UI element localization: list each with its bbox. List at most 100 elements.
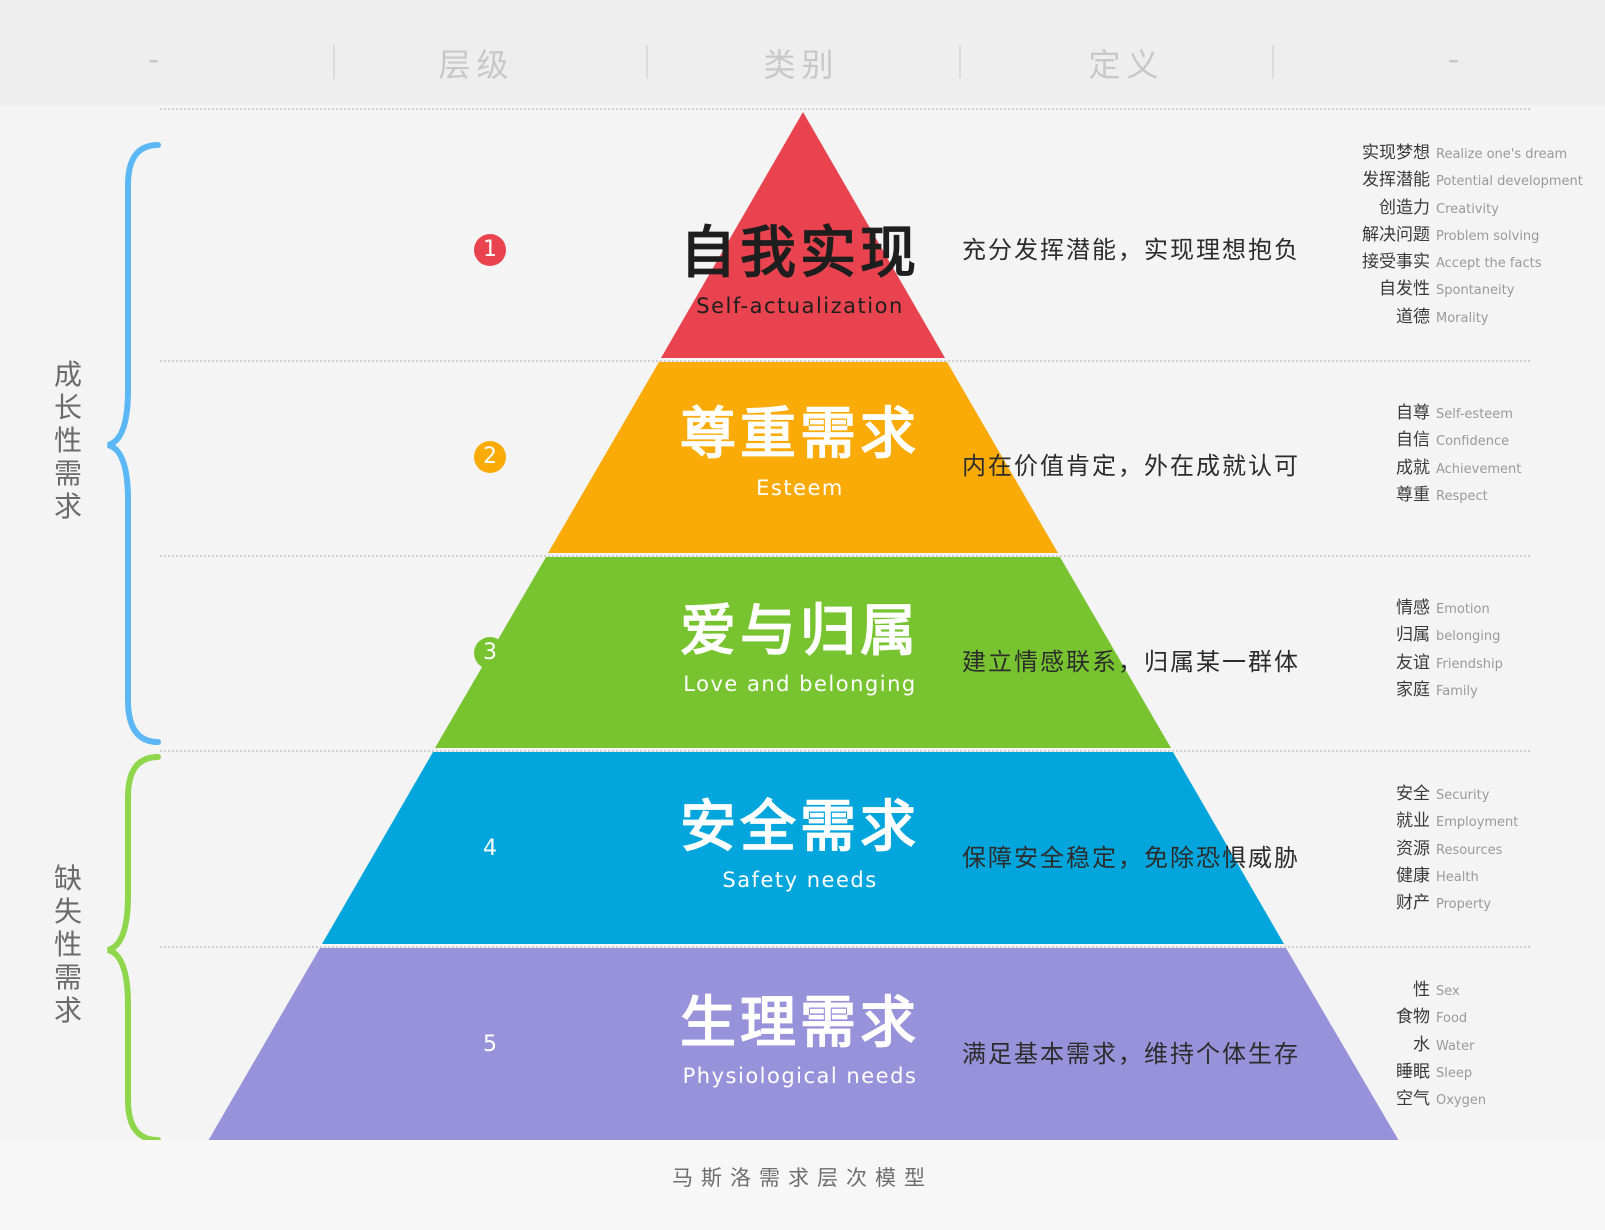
level-badge-2: 2 [474, 441, 506, 473]
keyword-en: Achievement [1436, 461, 1522, 477]
keyword-zh: 资源 [1396, 838, 1430, 859]
keyword-en: Security [1436, 788, 1490, 803]
keyword-zh: 友谊 [1396, 652, 1430, 673]
header-col-1: - [147, 40, 166, 78]
keyword-item: 接受事实 Accept the facts [1280, 247, 1600, 274]
deficiency-needs-label: 缺失性需求 [53, 862, 82, 1027]
keyword-zh: 睡眠 [1396, 1061, 1430, 1082]
keyword-zh: 归属 [1396, 625, 1430, 646]
keyword-zh: 道德 [1396, 306, 1430, 327]
keyword-en: Confidence [1436, 434, 1510, 450]
keyword-en: Creativity [1436, 201, 1499, 217]
row-separator [160, 946, 1530, 948]
keyword-item: 情感 Emotion [1280, 593, 1600, 620]
growth-brace [106, 142, 161, 745]
row-separator [160, 750, 1530, 752]
keyword-zh: 财产 [1396, 893, 1430, 914]
level-5-title-en: Physiological needs [682, 1064, 918, 1088]
level-3-definition: 建立情感联系，归属某一群体 [962, 648, 1300, 676]
row-separator [160, 108, 1530, 110]
deficiency-brace [106, 754, 161, 1143]
level-2-title-en: Esteem [756, 476, 844, 500]
growth-needs-label: 成长性需求 [53, 358, 82, 523]
level-5-title-zh: 生理需求 [680, 991, 920, 1056]
level-badge-4: 4 [474, 833, 506, 865]
header-col-category: 类别 [763, 46, 840, 84]
keyword-en: Problem solving [1436, 228, 1540, 244]
keyword-en: Respect [1436, 488, 1488, 504]
pyramid-level-2 [548, 362, 1058, 553]
level-1-title-en: Self-actualization [696, 294, 904, 318]
keyword-en: Water [1436, 1038, 1475, 1054]
level-badge-3: 3 [474, 637, 506, 669]
keyword-zh: 发挥潜能 [1362, 170, 1430, 191]
keyword-en: Employment [1436, 815, 1519, 831]
keyword-item: 归属 belonging [1280, 620, 1600, 647]
keyword-zh: 实现梦想 [1362, 143, 1430, 163]
level-4-title-en: Safety needs [722, 868, 878, 892]
keyword-en: Emotion [1436, 602, 1490, 617]
keyword-zh: 健康 [1396, 865, 1430, 886]
header-divider [646, 45, 648, 79]
keyword-item: 发挥潜能 Potential development [1280, 165, 1600, 192]
keyword-en: Sleep [1436, 1065, 1473, 1081]
keyword-item: 资源 Resources [1280, 834, 1600, 861]
level-4-definition: 保障安全稳定，免除恐惧威胁 [962, 844, 1300, 872]
level-1-keywords: 实现梦想 Realize one's dream 发挥潜能 Potential dev… [1280, 138, 1600, 329]
diagram-title: 马斯洛需求层次模型 [672, 1166, 933, 1190]
level-3-title-zh: 爱与归属 [680, 599, 920, 664]
keyword-en: Realize one's dream [1436, 147, 1568, 162]
keyword-zh: 就业 [1396, 811, 1430, 832]
header-divider [959, 45, 961, 79]
keyword-zh: 家庭 [1396, 679, 1430, 700]
keyword-en: belonging [1436, 629, 1501, 645]
keyword-item: 财产 Property [1280, 888, 1600, 915]
keyword-en: Food [1436, 1011, 1468, 1027]
keyword-en: Resources [1436, 842, 1503, 858]
keyword-zh: 尊重 [1396, 484, 1430, 505]
keyword-zh: 自尊 [1396, 403, 1430, 423]
header-col-level: 层级 [438, 46, 515, 84]
keyword-item: 实现梦想 Realize one's dream [1280, 138, 1600, 165]
keyword-zh: 接受事实 [1362, 252, 1430, 273]
keyword-zh: 性 [1413, 980, 1430, 1000]
keyword-item: 安全 Security [1280, 779, 1600, 806]
keyword-zh: 空气 [1396, 1089, 1430, 1110]
level-1-definition: 充分发挥潜能，实现理想抱负 [962, 236, 1300, 264]
pyramid-level-1 [661, 112, 945, 358]
header-col-5: - [1447, 40, 1466, 78]
level-2-title-zh: 尊重需求 [680, 402, 920, 467]
keyword-item: 睡眠 Sleep [1280, 1057, 1600, 1084]
level-4-title-zh: 安全需求 [680, 795, 920, 860]
keyword-item: 尊重 Respect [1280, 480, 1600, 507]
pyramid-level-5 [208, 948, 1399, 1141]
header-col-definition: 定义 [1088, 46, 1165, 84]
keyword-zh: 解决问题 [1362, 224, 1430, 245]
level-badge-1: 1 [474, 234, 506, 266]
level-2-definition: 内在价值肯定，外在成就认可 [962, 452, 1300, 480]
keyword-item: 就业 Employment [1280, 806, 1600, 833]
keyword-zh: 安全 [1396, 784, 1430, 804]
keyword-zh: 情感 [1396, 598, 1430, 618]
keyword-en: Accept the facts [1436, 256, 1542, 272]
keyword-zh: 自发性 [1379, 279, 1430, 300]
keyword-en: Potential development [1436, 174, 1583, 190]
keyword-en: Property [1436, 897, 1492, 913]
header-band [0, 0, 1605, 105]
level-5-definition: 满足基本需求，维持个体生存 [962, 1040, 1300, 1068]
